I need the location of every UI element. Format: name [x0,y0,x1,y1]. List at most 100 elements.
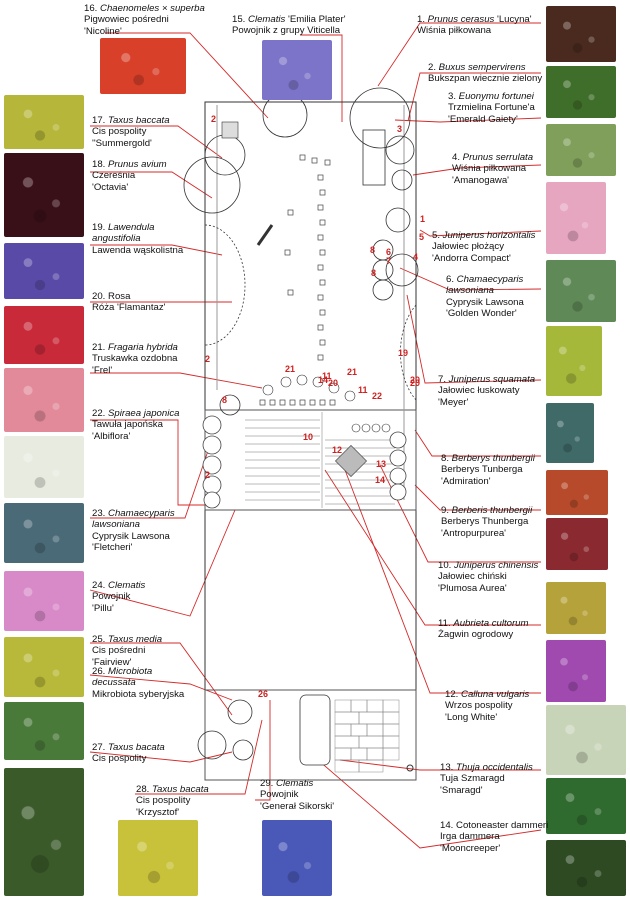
plant-photo-23 [4,503,84,563]
plant-photo-14 [546,840,626,896]
latin-name: Aubrieta cultorum [453,618,529,629]
leader-12 [344,469,541,694]
shrub-berberis-c [372,279,394,301]
polish-cultivar: 'Golden Wonder' [446,307,517,319]
plant-label-15: 15. Clematis 'Emilia Plater'Powojnik z g… [232,14,346,37]
plant-number: 20. [92,291,109,302]
plot-boundary [204,101,417,505]
plant-number: 19. [92,222,109,233]
leader-22 [90,419,205,506]
plant-photo-10 [546,582,606,634]
latin-name: Juniperus horizontalis [442,230,536,241]
polish-name: Lawenda wąskolistna [92,244,184,256]
plan-number-8: 8 [371,268,376,278]
leader-26 [89,674,233,701]
flower-row [262,374,391,433]
leader-lines [89,22,542,849]
latin-name: Rosa [108,291,131,302]
plant-number: 2. [428,62,439,73]
plan-number-22: 22 [372,391,382,401]
latin-name: Spiraea japonica [108,408,180,419]
plan-number-20: 20 [410,378,420,388]
latin-name: Euonymu fortunei [458,91,534,102]
plant-number: 8. [441,453,452,464]
polish-name: Cyprysik Lawsona [446,296,524,308]
polish-name: Jałowiec płożący [432,241,504,253]
polish-cultivar: 'Amanogawa' [452,174,509,186]
leader-6 [399,267,542,291]
plant-photo-7 [546,403,594,463]
latin-name: Clematis [248,14,286,25]
polish-name: Cis pośredni [92,645,146,657]
plant-number: 23. [92,508,109,519]
plant-photo-8 [546,470,608,515]
latin-name: Juniperus squamata [448,374,536,385]
latin-name-cont: angustifolia [92,233,141,245]
polish-cultivar: 'Generał Sikorski' [260,800,335,812]
plan-number-20: 20 [328,378,338,388]
latin-name: Buxus sempervirens [438,62,526,73]
plant-photo-1 [546,6,616,62]
plant-photo-20 [4,306,84,364]
plant-number: 5. [432,230,443,241]
plant-photo-12 [546,705,626,775]
plan-number-3: 3 [397,124,402,134]
plan-number-26: 26 [258,689,268,699]
plant-photo-4 [546,182,606,254]
plan-number-21: 21 [347,367,357,377]
plant-photo-3 [546,124,616,176]
leader-16 [105,32,269,119]
leader-18 [90,171,213,199]
latin-name: Taxus media [108,634,163,645]
leader-25 [90,642,233,716]
polish-name: Pigwowiec pośredni [84,14,169,26]
plan-number-2: 2 [205,354,210,364]
polish-name: Wrzos pospolity [445,700,513,712]
polish-cultivar: 'Octavia' [92,181,129,193]
latin-name: Microbiota [108,666,153,677]
plan-number-13: 13 [376,459,386,469]
latin-name: Prunus avium [108,159,167,170]
polish-name: Tawuła japońska [92,419,163,431]
plant-photo-26 [4,702,84,760]
plant-number: 22. [92,408,109,419]
plant-photo-15 [262,40,332,100]
plant-photo-19 [4,243,84,299]
polish-name: Berberys Thunberga [441,516,529,528]
polish-cultivar: 'Emerald Gaiety' [448,113,518,125]
plant-number: 17. [92,115,109,126]
leader-5 [419,229,542,237]
sandpit [335,445,367,477]
plan-number-11: 11 [322,371,332,381]
plan-number-21: 21 [285,364,295,374]
plant-photo-28 [118,820,198,896]
cultivar-name: 'Lucyna' [494,14,532,25]
latin-name: Chamaecyparis [456,274,524,285]
plant-photo-17 [4,95,84,149]
plant-number: 11. [438,618,454,629]
plan-number-2: 2 [211,114,216,124]
plan-number-7: 7 [386,256,391,266]
latin-name: Prunus serrulata [462,152,534,163]
plan-number-19: 19 [398,348,408,358]
polish-cultivar: 'Albiflora' [92,430,131,442]
plan-number-8: 8 [370,245,375,255]
latin-name: Chaenomeles × superba [100,3,205,14]
polish-cultivar: 'Fletcheri' [92,541,133,553]
latin-name: Clematis [108,580,146,591]
